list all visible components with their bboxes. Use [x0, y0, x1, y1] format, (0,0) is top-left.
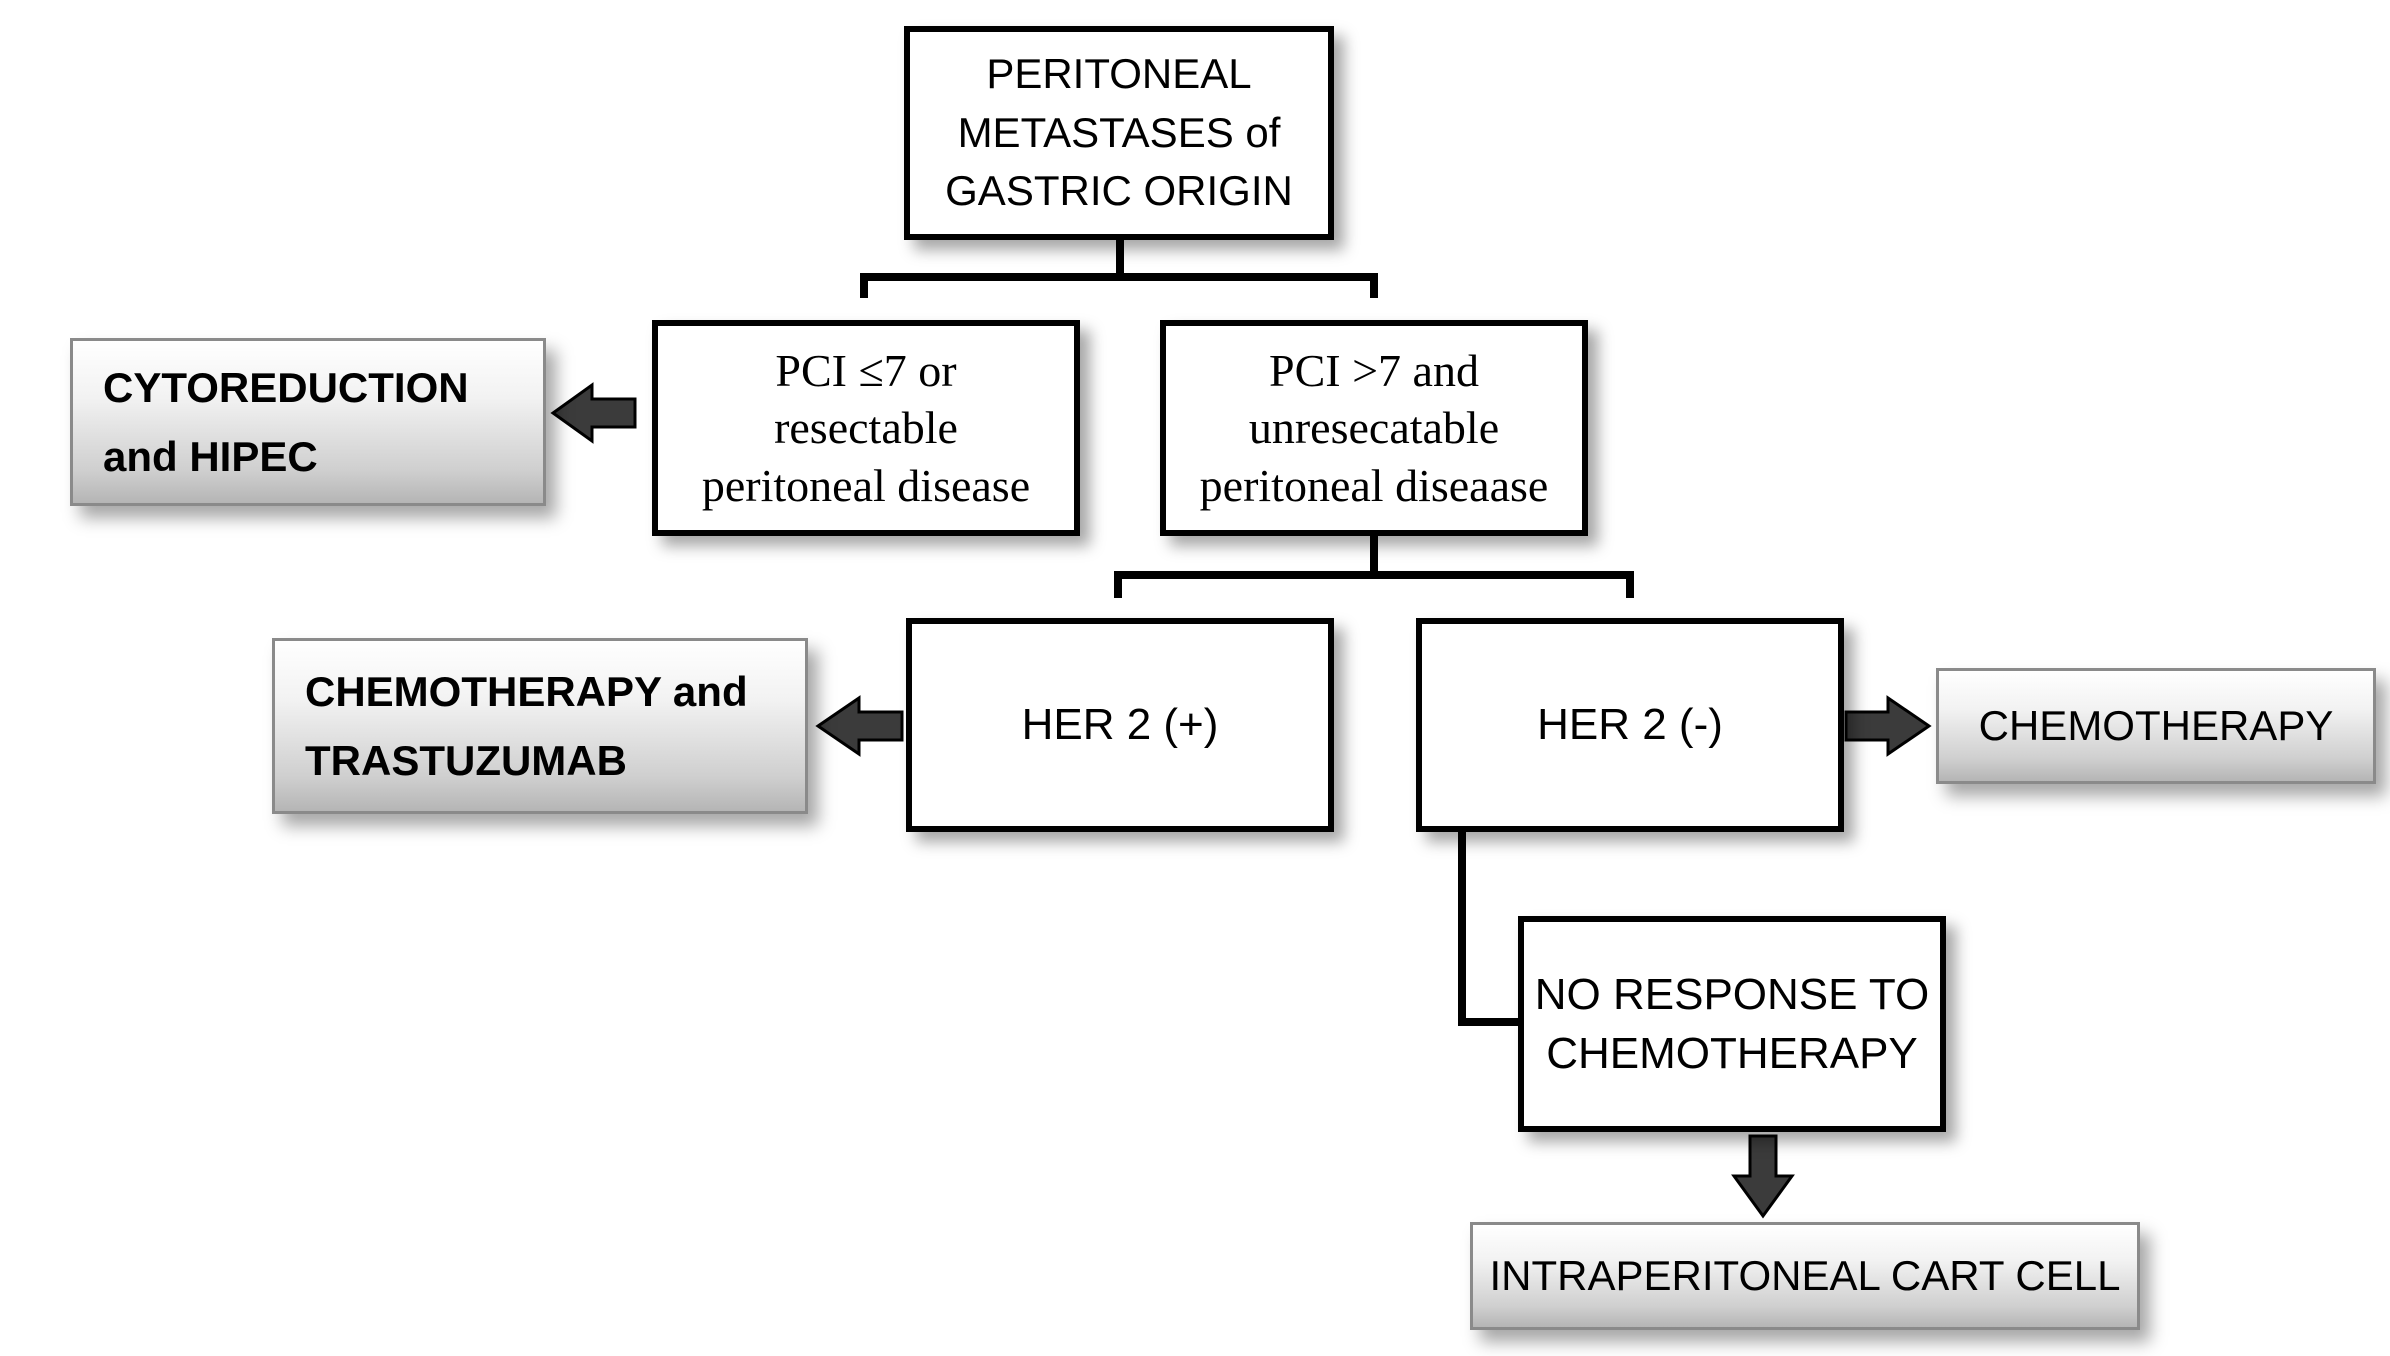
chemo-trastuzumab-label: CHEMOTHERAPY and TRASTUZUMAB: [305, 667, 748, 784]
no-response-label: NO RESPONSE TO CHEMOTHERAPY: [1534, 969, 1930, 1078]
arrow-to-chemo-trastuzumab: [815, 695, 904, 757]
chemo-trastuzumab-box: CHEMOTHERAPY and TRASTUZUMAB: [272, 638, 808, 814]
her2-negative-label: HER 2 (-): [1537, 700, 1723, 749]
her2-positive-node: HER 2 (+): [906, 618, 1334, 832]
root-node-label: PERITONEAL METASTASES of GASTRIC ORIGIN: [945, 49, 1293, 215]
no-response-connector: [1458, 830, 1520, 1026]
pci-low-label: PCI ≤7 or resectable peritoneal disease: [701, 344, 1031, 511]
no-response-node: NO RESPONSE TO CHEMOTHERAPY: [1518, 916, 1946, 1132]
intraperitoneal-cart-cell-box: INTRAPERITONEAL CART CELL: [1470, 1222, 2140, 1330]
chemotherapy-label: CHEMOTHERAPY: [1978, 702, 2334, 749]
arrow-to-cytoreduction: [550, 382, 637, 444]
her2-negative-node: HER 2 (-): [1416, 618, 1844, 832]
intraperitoneal-cart-cell-label: INTRAPERITONEAL CART CELL: [1489, 1252, 2121, 1299]
pci-high-node: PCI >7 and unresecatable peritoneal dise…: [1160, 320, 1588, 536]
arrow-to-cart-cell: [1731, 1134, 1795, 1219]
arrow-to-chemotherapy: [1844, 695, 1932, 757]
her2-positive-label: HER 2 (+): [1021, 700, 1219, 749]
cytoreduction-hipec-box: CYTOREDUCTION and HIPEC: [70, 338, 546, 506]
root-branch-connector: [860, 240, 1378, 298]
chemotherapy-box: CHEMOTHERAPY: [1936, 668, 2376, 784]
cytoreduction-hipec-label: CYTOREDUCTION and HIPEC: [103, 363, 469, 480]
root-node: PERITONEAL METASTASES of GASTRIC ORIGIN: [904, 26, 1334, 240]
pci-high-label: PCI >7 and unresecatable peritoneal dise…: [1199, 344, 1549, 511]
her2-branch-connector: [1114, 533, 1634, 598]
pci-low-node: PCI ≤7 or resectable peritoneal disease: [652, 320, 1080, 536]
